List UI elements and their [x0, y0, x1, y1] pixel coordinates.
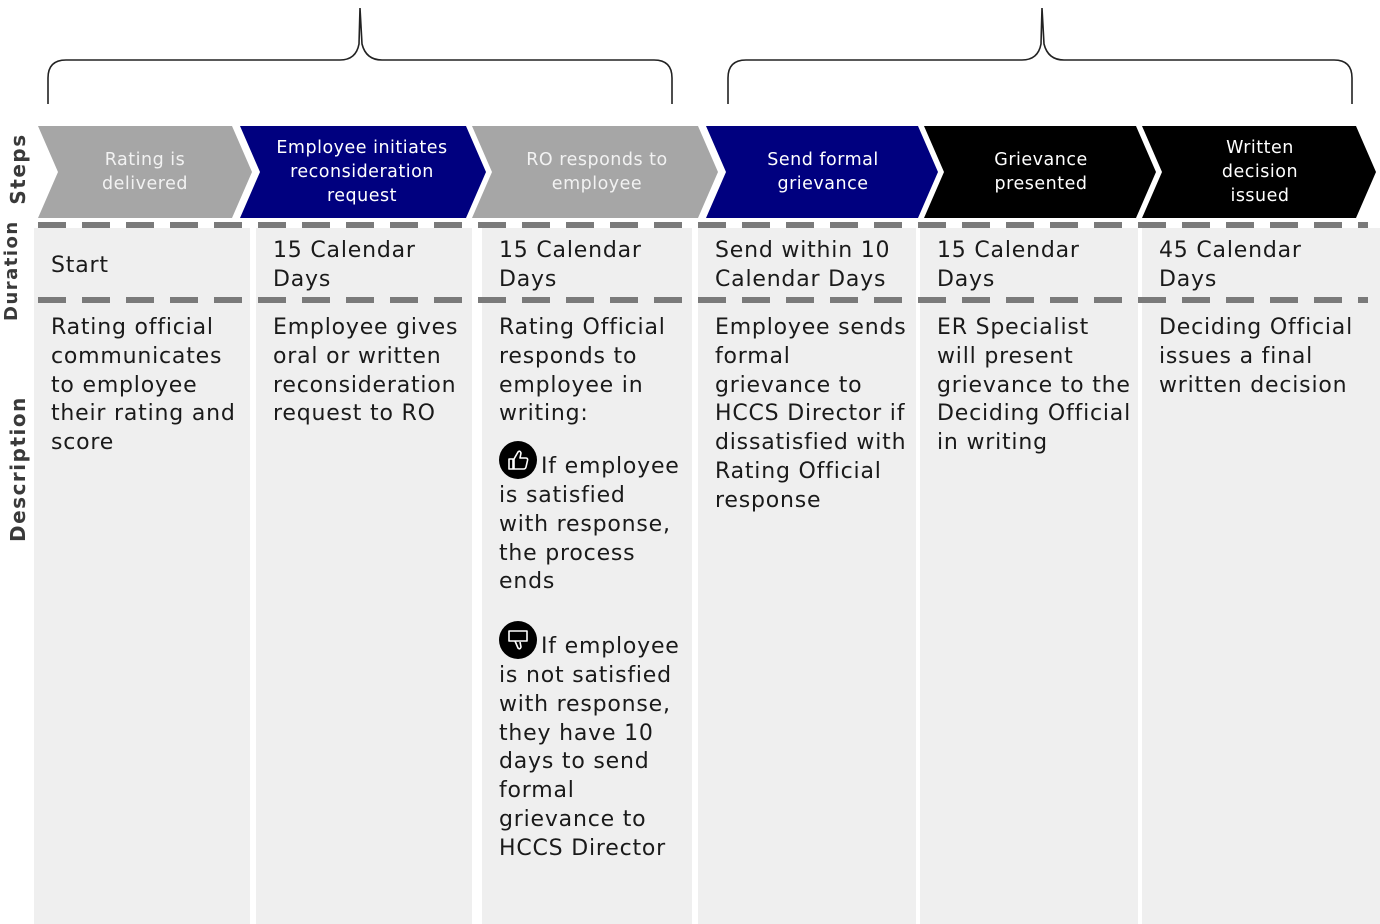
step-chevron-5	[924, 126, 1156, 218]
duration-1: Start	[51, 252, 109, 278]
outcome-not-satisfied-text: If employee is not satisfied with respon…	[499, 634, 680, 861]
separator-duration-description	[38, 297, 1368, 303]
description-5: ER Specialist will present grievance to …	[937, 315, 1131, 456]
step-label-1: Rating is delivered	[102, 150, 188, 194]
column-bg-1	[34, 228, 250, 924]
description-4: Employee sends formal grievance to HCCS …	[715, 315, 907, 513]
brace-grievance-phase	[727, 7, 1353, 104]
step-chevron-6	[1142, 126, 1376, 218]
outcome-not-satisfied: If employee is not satisfied with respon…	[499, 621, 683, 863]
column-bg-6	[1142, 228, 1380, 924]
thumbs-down-icon	[499, 621, 537, 660]
step-label-6: Written decision issued	[1221, 138, 1299, 206]
step-label-5: Grievance presented	[994, 150, 1088, 194]
step-label-2: Employee initiates reconsideration reque…	[276, 138, 448, 206]
duration-3: 15 Calendar Days	[499, 238, 642, 292]
column-bg-2	[256, 228, 472, 924]
description-3: Rating Official responds to employee in …	[499, 314, 683, 864]
step-label-4: Send formal grievance	[767, 150, 879, 194]
column-bg-4	[698, 228, 916, 924]
step-chevron-2	[240, 126, 486, 218]
step-chevron-4	[706, 126, 938, 218]
row-label-description: Description	[6, 396, 30, 542]
step-label-3: RO responds to employee	[526, 150, 668, 194]
description-1: Rating official communicates to employee…	[51, 315, 236, 456]
thumbs-up-icon	[499, 441, 537, 480]
outcome-satisfied-text: If employee is satisfied with response, …	[499, 454, 680, 595]
steps-chevron-row	[38, 126, 1376, 218]
column-bg-5	[920, 228, 1138, 924]
row-label-duration: Duration	[1, 220, 22, 321]
duration-2: 15 Calendar Days	[273, 238, 416, 292]
duration-6: 45 Calendar Days	[1159, 238, 1302, 292]
outcome-satisfied: If employee is satisfied with response, …	[499, 441, 683, 597]
separator-steps-duration	[38, 222, 1368, 228]
duration-5: 15 Calendar Days	[937, 238, 1080, 292]
phase-braces	[47, 7, 1353, 104]
description-3-intro: Rating Official responds to employee in …	[499, 315, 666, 427]
duration-4: Send within 10 Calendar Days	[715, 238, 891, 292]
step-chevron-1	[38, 126, 252, 218]
brace-reconsideration-phase	[47, 7, 673, 104]
description-2: Employee gives oral or written reconside…	[273, 315, 459, 427]
step-chevron-3	[472, 126, 718, 218]
column-bg-3	[482, 228, 692, 924]
description-6: Deciding Official issues a final written…	[1159, 315, 1353, 398]
